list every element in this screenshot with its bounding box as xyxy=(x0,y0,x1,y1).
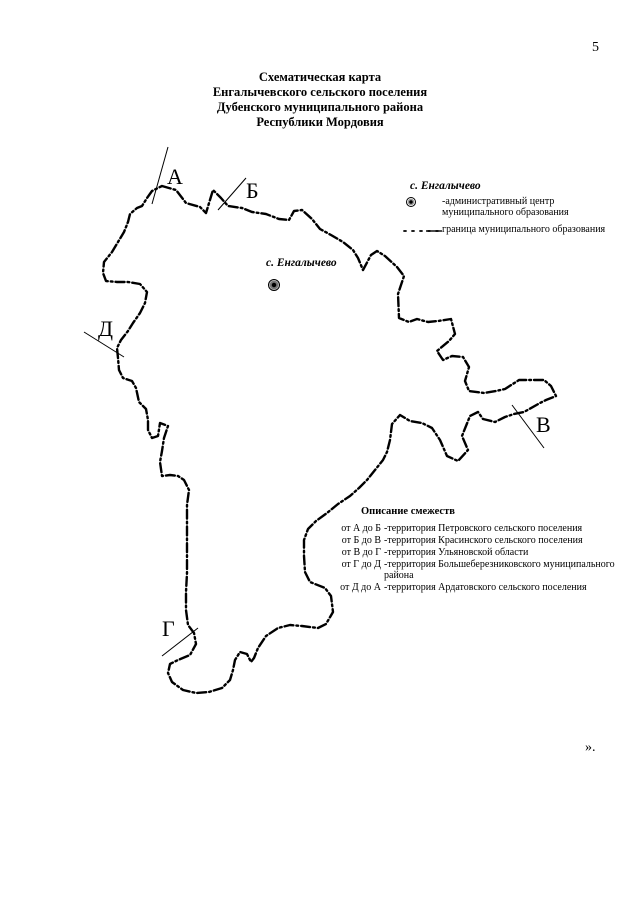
adjacency-row: от В до Г -территория Ульяновской област… xyxy=(335,547,625,558)
legend-row-border: граница муниципального образования xyxy=(402,224,612,246)
village-marker-icon xyxy=(268,279,280,291)
title-line-1: Схематическая карта xyxy=(258,70,382,84)
title-line-3: Дубенского муниципального района xyxy=(216,100,424,114)
adjacency-description: Описание смежеств от А до Б -территория … xyxy=(335,506,625,594)
adjacency-code: от В до Г xyxy=(341,547,381,558)
adjacency-row: от Д до А -территория Ардатовского сельс… xyxy=(335,582,625,593)
point-b-tick xyxy=(217,177,247,211)
legend-row-center: -административный центр муниципального о… xyxy=(402,196,612,218)
point-d-label: Д xyxy=(98,316,114,341)
point-v-label: В xyxy=(536,412,551,437)
adjacency-code: от А до Б xyxy=(341,523,381,534)
point-v-tick xyxy=(511,404,545,449)
point-g-tick xyxy=(161,627,199,657)
adjacency-row: от Б до В -территория Красинского сельск… xyxy=(335,535,625,546)
legend-title: с. Енгалычево xyxy=(410,180,481,192)
boundary-line-icon xyxy=(402,224,442,246)
legend-border-text: граница муниципального образования xyxy=(442,224,606,235)
adjacency-desc: -территория Красинского сельского поселе… xyxy=(384,535,583,546)
adjacency-desc: -территория Большеберезниковского муници… xyxy=(384,559,615,581)
point-b-label: Б xyxy=(246,178,259,203)
admin-center-icon xyxy=(406,197,416,207)
point-g-label: Г xyxy=(162,616,175,641)
adjacency-code: от Г до Д xyxy=(341,559,381,570)
point-a-tick xyxy=(151,146,169,205)
title-line-2: Енгалычевского сельского поселения xyxy=(212,85,428,99)
settlement-boundary xyxy=(101,184,558,695)
page-number: 5 xyxy=(592,40,599,55)
adjacency-code: от Д до А xyxy=(340,582,381,593)
map-title: Схематическая карта Енгалычевского сельс… xyxy=(170,70,470,130)
adjacency-title: Описание смежеств xyxy=(361,506,455,517)
closing-quote: ». xyxy=(585,740,596,755)
title-line-4: Республики Мордовия xyxy=(256,115,384,129)
adjacency-row: от Г до Д -территория Большеберезниковск… xyxy=(335,559,625,581)
adjacency-desc: -территория Ульяновской области xyxy=(384,547,529,558)
map-center-label: с. Енгалычево xyxy=(266,257,337,269)
adjacency-desc: -территория Ардатовского сельского посел… xyxy=(384,582,587,593)
point-a-label: А xyxy=(167,164,183,189)
point-d-tick xyxy=(83,331,125,358)
adjacency-desc: -территория Петровского сельского поселе… xyxy=(384,523,583,534)
adjacency-code: от Б до В xyxy=(341,535,381,546)
adjacency-row: от А до Б -территория Петровского сельск… xyxy=(335,523,625,534)
legend-center-text: -административный центр муниципального о… xyxy=(442,196,569,218)
